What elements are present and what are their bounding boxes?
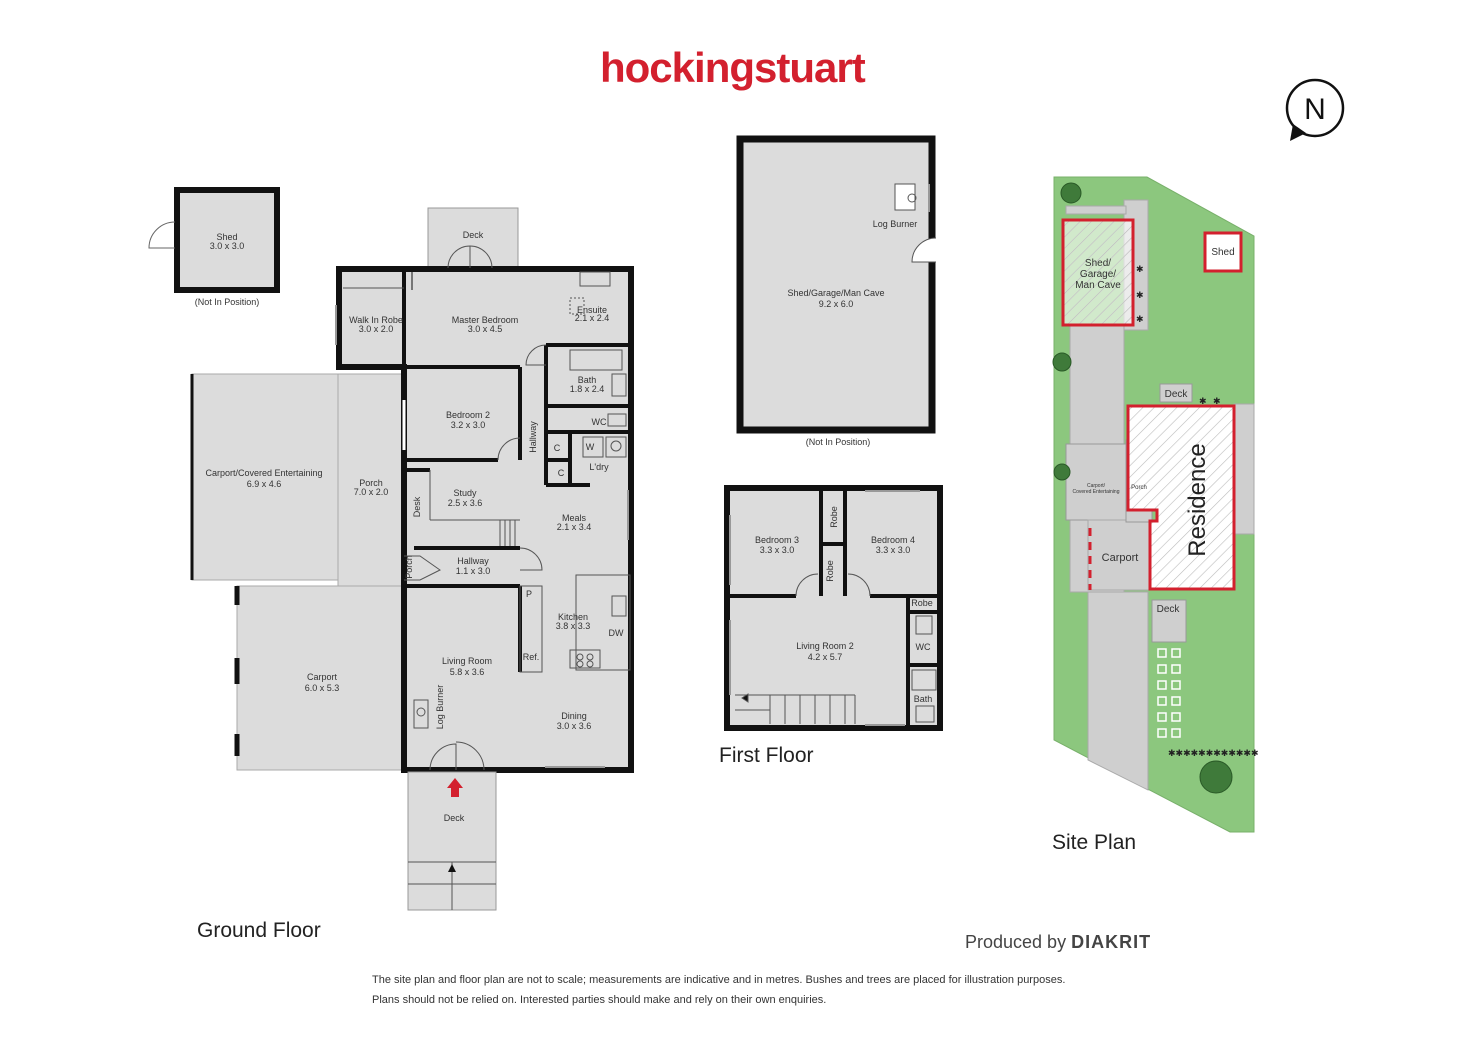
room-label: DW xyxy=(609,628,624,638)
room-label: WC xyxy=(592,417,607,427)
svg-text:✱✱✱✱✱✱✱✱✱✱✱✱: ✱✱✱✱✱✱✱✱✱✱✱✱ xyxy=(1168,748,1259,758)
room-label: Porch xyxy=(359,478,383,488)
site-plan-title: Site Plan xyxy=(1052,831,1137,854)
room-label: 3.3 x 3.0 xyxy=(876,545,911,555)
produced-by-company: DIAKRIT xyxy=(1071,932,1152,952)
produced-by: Produced by DIAKRIT xyxy=(965,932,1151,953)
produced-by-prefix: Produced by xyxy=(965,932,1067,952)
room-label: Log Burner xyxy=(435,685,445,730)
room-label: 3.0 x 4.5 xyxy=(468,324,503,334)
room-label: L'dry xyxy=(589,462,609,472)
garage-room xyxy=(736,135,936,434)
room-label: Hallway xyxy=(528,421,538,453)
room-label: Shed xyxy=(216,232,237,242)
room-label: Bedroom 2 xyxy=(446,410,490,420)
room-label: 6.0 x 5.3 xyxy=(305,683,340,693)
shed-room xyxy=(174,187,280,293)
room-label: C xyxy=(558,468,565,478)
room-label: Ensuite xyxy=(577,305,607,315)
compass-label: N xyxy=(1304,93,1326,126)
room-label: Log Burner xyxy=(873,219,918,229)
deck-top xyxy=(427,207,519,271)
room-label: Porch xyxy=(404,555,414,579)
room-label: Living Room xyxy=(442,656,492,666)
room-label: Garage/ xyxy=(1080,269,1116,280)
room-label: Bath xyxy=(914,694,933,704)
room-label: Deck xyxy=(1157,604,1181,615)
carport-entertaining-area xyxy=(191,373,339,581)
carport-area xyxy=(236,585,404,771)
room-label: 3.3 x 3.0 xyxy=(760,545,795,555)
entrance-arrow-icon xyxy=(447,778,463,797)
room-label: Residence xyxy=(1184,443,1211,556)
compass-icon: N xyxy=(1285,78,1345,141)
room-label: Carport xyxy=(1102,552,1139,564)
room-label: 7.0 x 2.0 xyxy=(354,487,389,497)
room-label: P xyxy=(526,589,532,599)
room-label: Carport xyxy=(307,672,338,682)
disclaimer-line-2: Plans should not be relied on. Intereste… xyxy=(372,994,827,1006)
porch-area xyxy=(337,373,403,587)
room-label: Walk In Robe xyxy=(349,315,403,325)
ground-floor-title: Ground Floor xyxy=(197,919,321,942)
room-label: Carport/ xyxy=(1087,483,1106,489)
room-label: 2.1 x 3.4 xyxy=(557,522,592,532)
svg-text:✱: ✱ xyxy=(1136,264,1144,274)
room-label: 1.1 x 3.0 xyxy=(456,566,491,576)
svg-text:✱: ✱ xyxy=(1136,290,1144,300)
brand-logo: hockingstuart xyxy=(600,44,866,91)
room-label: C xyxy=(554,443,561,453)
room-label: (Not In Position) xyxy=(195,297,260,307)
room-label: Bedroom 3 xyxy=(755,535,799,545)
first-floor-interior xyxy=(727,488,940,728)
room-label: Carport/Covered Entertaining xyxy=(205,468,322,478)
room-label: 5.8 x 3.6 xyxy=(450,667,485,677)
room-label: Deck xyxy=(463,230,484,240)
site-shed xyxy=(1203,231,1243,273)
room-label: Robe xyxy=(911,598,933,608)
room-label: 6.9 x 4.6 xyxy=(247,479,282,489)
room-label: 1.8 x 2.4 xyxy=(570,384,605,394)
room-label: 3.0 x 3.6 xyxy=(557,721,592,731)
room-label: W xyxy=(586,442,595,452)
room-label: Kitchen xyxy=(558,612,588,622)
tree-icon xyxy=(1052,182,1233,794)
room-label: 9.2 x 6.0 xyxy=(819,299,854,309)
disclaimer-line-1: The site plan and floor plan are not to … xyxy=(372,974,1066,986)
room-label: Meals xyxy=(562,513,587,523)
room-label: WC xyxy=(916,642,931,652)
room-label: 2.5 x 3.6 xyxy=(448,498,483,508)
svg-text:✱: ✱ xyxy=(1213,396,1221,406)
room-label: (Not In Position) xyxy=(806,437,871,447)
room-label: Bedroom 4 xyxy=(871,535,915,545)
room-label: Master Bedroom xyxy=(452,315,519,325)
room-label: Robe xyxy=(825,560,835,582)
room-label: 3.0 x 3.0 xyxy=(210,241,245,251)
room-label: Deck xyxy=(1165,389,1189,400)
room-label: 3.8 x 3.3 xyxy=(556,621,591,631)
svg-text:✱: ✱ xyxy=(1199,396,1207,406)
room-label: 4.2 x 5.7 xyxy=(808,652,843,662)
room-label: Covered Entertaining xyxy=(1073,489,1120,495)
first-floor-title: First Floor xyxy=(719,744,814,767)
room-label: 3.0 x 2.0 xyxy=(359,324,394,334)
room-label: Study xyxy=(453,488,477,498)
room-label: Ref. xyxy=(523,652,540,662)
room-label: Dining xyxy=(561,711,587,721)
room-label: 3.2 x 3.0 xyxy=(451,420,486,430)
room-label: Shed/ xyxy=(1085,258,1111,269)
room-label: Porch xyxy=(1131,485,1147,491)
room-label: Man Cave xyxy=(1075,280,1121,291)
room-label: Bath xyxy=(578,375,597,385)
room-label: 2.1 x 2.4 xyxy=(575,313,610,323)
svg-text:✱: ✱ xyxy=(1136,314,1144,324)
room-label: Desk xyxy=(412,496,422,517)
room-label: Robe xyxy=(829,506,839,528)
room-label: Living Room 2 xyxy=(796,641,854,651)
room-label: Hallway xyxy=(457,556,489,566)
room-label: Deck xyxy=(444,813,465,823)
room-label: Shed xyxy=(1211,247,1234,258)
room-label: Shed/Garage/Man Cave xyxy=(787,288,884,298)
